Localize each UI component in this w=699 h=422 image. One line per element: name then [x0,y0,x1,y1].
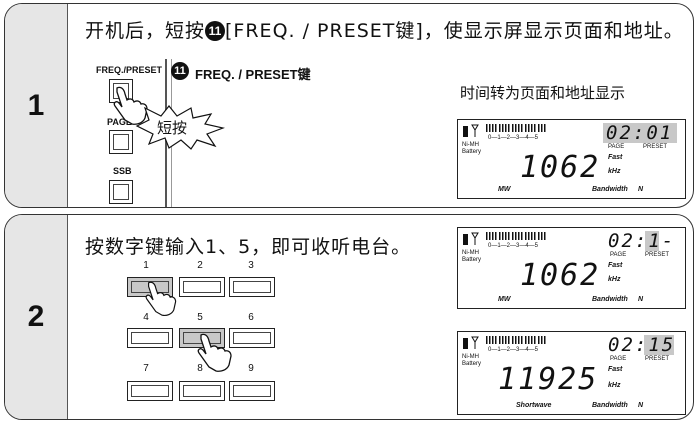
callout-label: FREQ. / PRESET键 [195,67,311,82]
key-6-button[interactable] [229,328,275,348]
callout-badge: 11 [171,62,189,80]
bandwidth-value: N [638,186,644,193]
preset-tag: PRESET [645,252,670,258]
battery-icon [463,124,479,137]
page-button[interactable] [109,130,133,154]
page-tag: PAGE [610,252,627,258]
pressing-hand-icon [145,281,177,316]
key-3-button[interactable] [229,277,275,297]
step-1-number-cell: 1 [5,4,68,207]
pressing-hand-icon [197,333,232,372]
step-number: 2 [27,300,45,333]
burst-shape-icon [135,105,225,150]
lcd-display: Ni-MH Battery 0—1—2—3—4—5 02:01 PAGE PRE… [457,119,686,199]
signal-scale: 0—1—2—3—4—5 [488,243,539,249]
page-tag: PAGE [610,356,627,362]
battery-icon [463,232,479,245]
key-label-3: 3 [248,260,254,271]
freq-preset-label: FREQ./PRESET [96,65,163,75]
ssb-label: SSB [113,166,132,176]
frequency-digits: 11925 [498,362,599,397]
page-tag: PAGE [608,144,625,150]
step-2-panel: 2 按数字键输入1、5，即可收听电台。 1 2 3 4 5 6 7 8 9 Ni… [4,214,694,420]
frequency-digits: 1062 [520,258,601,293]
key-label-5: 5 [197,312,203,323]
top-digits-highlight [603,123,677,143]
ssb-button[interactable] [109,180,133,204]
instruction-text-2: [FREQ. / PRESET键]，使显示屏显示页面和地址。 [225,20,684,42]
signal-scale: 0—1—2—3—4—5 [488,135,539,141]
band-label: Shortwave [516,402,552,409]
khz-label: kHz [608,168,621,175]
battery-label: Ni-MH Battery [462,142,482,155]
bandwidth-value: N [638,296,644,303]
lcd-display-tuned: Ni-MH Battery 0—1—2—3—4—5 02:15 PAGE PRE… [457,331,686,415]
bandwidth-label: Bandwidth [592,402,628,409]
step-2-instruction: 按数字键输入1、5，即可收听电台。 [85,236,412,258]
signal-bars-icon [486,232,546,240]
preset-tag: PRESET [643,144,668,150]
key-label-4: 4 [143,312,149,323]
bandwidth-label: Bandwidth [592,296,628,303]
key-label-6: 6 [248,312,254,323]
frequency-digits: 1062 [520,150,601,185]
key-label-9: 9 [248,363,254,374]
battery-icon [463,336,479,349]
band-label: MW [498,186,511,193]
signal-bars-icon [486,336,546,344]
key-2-button[interactable] [179,277,225,297]
band-label: MW [498,296,511,303]
battery-label: Ni-MH Battery [462,354,482,367]
key-label-7: 7 [143,363,149,374]
key-4-button[interactable] [127,328,173,348]
key-label-1: 1 [143,260,149,271]
bandwidth-label: Bandwidth [592,186,628,193]
key-label-2: 2 [197,260,203,271]
instruction-text: 开机后，短按 [85,20,206,42]
key-8-button[interactable] [179,381,225,401]
fast-label: Fast [608,366,623,373]
key-label-8: 8 [197,363,203,374]
fast-label: Fast [608,154,623,161]
signal-scale: 0—1—2—3—4—5 [488,347,539,353]
step-2-number-cell: 2 [5,215,68,419]
page-address-digits: 02:1- [608,230,676,252]
signal-bars-icon [486,124,546,132]
page-address-digits: 02:15 [608,334,676,356]
digit-highlight [645,231,659,251]
digit-highlight [644,335,674,355]
khz-label: kHz [608,276,621,283]
preset-tag: PRESET [645,356,670,362]
battery-label: Ni-MH Battery [462,250,482,263]
step-number: 1 [27,88,45,122]
pressing-hand-icon [113,86,148,125]
page-label: PAGE [107,117,132,127]
lcd-display-entry: Ni-MH Battery 0—1—2—3—4—5 02:1- PAGE PRE… [457,227,686,309]
key-7-button[interactable] [127,381,173,401]
short-press-text: 短按 [157,119,188,137]
lcd-caption: 时间转为页面和地址显示 [460,84,626,102]
button-number-badge: 11 [205,21,226,41]
fast-label: Fast [608,262,623,269]
key-9-button[interactable] [229,381,275,401]
khz-label: kHz [608,382,621,389]
time-digits: 02:01 [606,122,674,144]
bandwidth-value: N [638,402,644,409]
